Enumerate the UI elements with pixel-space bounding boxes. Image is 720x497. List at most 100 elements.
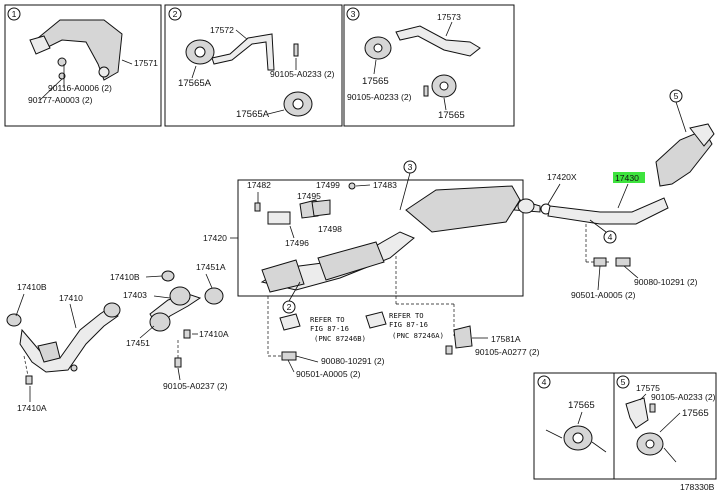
- label-17573: 17573: [437, 12, 461, 22]
- bracket-plate: [29, 35, 51, 55]
- svg-text:1: 1: [12, 9, 17, 19]
- label-17410: 17410: [59, 293, 83, 303]
- sensor-b: [279, 313, 301, 331]
- label-17430: 17430: [615, 173, 639, 183]
- label-90501-b: 90501-A0005 (2): [296, 369, 361, 379]
- svg-text:5: 5: [621, 377, 626, 387]
- tail-pipe: [547, 123, 715, 225]
- ref-note-1-line-1: REFER TO: [310, 315, 345, 324]
- label-17495: 17495: [297, 191, 321, 201]
- highlight-17430: [613, 172, 645, 183]
- label-17565-2: 17565: [438, 110, 465, 121]
- label-17482: 17482: [247, 180, 271, 190]
- label-17403: 17403: [123, 290, 147, 300]
- callout-4: [537, 375, 551, 389]
- bolt-icon: [445, 345, 453, 355]
- bolt-icon: [293, 43, 299, 57]
- front-exhaust-pipe: [6, 302, 121, 373]
- svg-text:2: 2: [173, 9, 178, 19]
- sensor-a: [365, 311, 387, 329]
- bolt-icon: [649, 403, 656, 413]
- bracket-17581a: [453, 325, 473, 349]
- hanger-rod: [211, 33, 275, 71]
- nut-icon: [25, 375, 33, 385]
- label-17565a-1: 17565A: [178, 78, 212, 89]
- label-17410a-2: 17410A: [17, 403, 47, 413]
- bolt-icon: [174, 357, 182, 368]
- label-17565-4: 17565: [568, 400, 595, 411]
- label-17571: 17571: [134, 58, 158, 68]
- tail-muffler: [655, 129, 713, 187]
- label-90501-a: 90501-A0005 (2): [571, 290, 636, 300]
- label-17451a: 17451A: [196, 262, 226, 272]
- label-17410b-1: 17410B: [17, 282, 47, 292]
- label-90105-277: 90105-A0277 (2): [475, 347, 540, 357]
- svg-text:3: 3: [351, 9, 356, 19]
- bolt-hole: [98, 66, 110, 78]
- ref-note-1-line-2: FIG 87-16: [310, 324, 349, 333]
- callout-2: [168, 7, 182, 21]
- bolt: [57, 57, 67, 67]
- bolt-icon: [281, 351, 297, 361]
- label-17420x: 17420X: [547, 172, 577, 182]
- ref-note-2-line-1: REFER TO: [389, 311, 424, 320]
- ref-note-2-line-2: FIG 87-16: [389, 320, 428, 329]
- inset-5: 5 17575 90105-A0233 (2) 17565: [613, 372, 717, 480]
- label-90080-b: 90080-10291 (2): [321, 356, 385, 366]
- inset-4: 4 17565: [533, 372, 615, 480]
- inset-2: 2 17572 17565A 90105-A0233 (2) 17565A: [164, 4, 343, 127]
- label-90105-237: 90105-A0237 (2): [163, 381, 228, 391]
- sensor-body: [267, 211, 291, 225]
- label-17572: 17572: [210, 25, 234, 35]
- label-17565a-2: 17565A: [236, 109, 270, 120]
- bracket-17575: [625, 397, 649, 429]
- bolt-icon: [423, 85, 429, 97]
- flange: [311, 199, 331, 217]
- label-17499: 17499: [316, 180, 340, 190]
- label-17410b-2: 17410B: [110, 272, 140, 282]
- flange-left: [37, 341, 61, 363]
- svg-text:4: 4: [542, 377, 547, 387]
- label-17565-5: 17565: [682, 408, 709, 419]
- sensor-icon: [254, 202, 261, 212]
- converter-body-2: [317, 241, 385, 281]
- label-17451: 17451: [126, 338, 150, 348]
- svg-text:4: 4: [608, 232, 613, 242]
- label-90105-3: 90105-A0233 (2): [347, 92, 412, 102]
- svg-text:3: 3: [408, 162, 413, 172]
- svg-text:5: 5: [674, 91, 679, 101]
- ref-note-2-line-3: (PNC 87246A): [392, 331, 444, 340]
- callout-3: [346, 7, 360, 21]
- front-pipe: [260, 231, 415, 293]
- label-90177: 90177-A0003 (2): [28, 95, 93, 105]
- ref-note-1-line-3: (PNC 87246B): [314, 334, 366, 343]
- svg-text:2: 2: [287, 302, 292, 312]
- label-90080-a: 90080-10291 (2): [634, 277, 698, 287]
- label-90105-2: 90105-A0233 (2): [270, 69, 335, 79]
- callout-1: [7, 7, 21, 21]
- hanger-bracket: [395, 25, 481, 57]
- label-90116: 90116-A0006 (2): [48, 83, 112, 93]
- label-17581a: 17581A: [491, 334, 521, 344]
- label-17420: 17420: [203, 233, 227, 243]
- inset-3: 3 17573 17565 90105-A0233 (2) 17565: [343, 4, 515, 127]
- gasket-left: [6, 313, 22, 327]
- label-17496: 17496: [285, 238, 309, 248]
- inset-1: 1 17571 90116-A0006 (2) 90177-A0003 (2): [4, 4, 162, 127]
- label-17565-1: 17565: [362, 76, 389, 87]
- bolt-icon: [593, 257, 607, 267]
- label-17410a-1: 17410A: [199, 329, 229, 339]
- nut-icon: [183, 329, 191, 339]
- label-17483: 17483: [373, 180, 397, 190]
- center-muffler: [405, 185, 552, 233]
- label-90105-5: 90105-A0233 (2): [651, 392, 716, 402]
- callout-4-main: [603, 230, 617, 244]
- nut-icon: [615, 257, 631, 267]
- y-pipe: [149, 270, 224, 332]
- drawing-number: 178330B: [680, 482, 715, 492]
- label-17575: 17575: [636, 383, 660, 393]
- rear-support-bracket: [37, 19, 123, 81]
- callout-5: [616, 375, 630, 389]
- converter-body: [261, 259, 305, 293]
